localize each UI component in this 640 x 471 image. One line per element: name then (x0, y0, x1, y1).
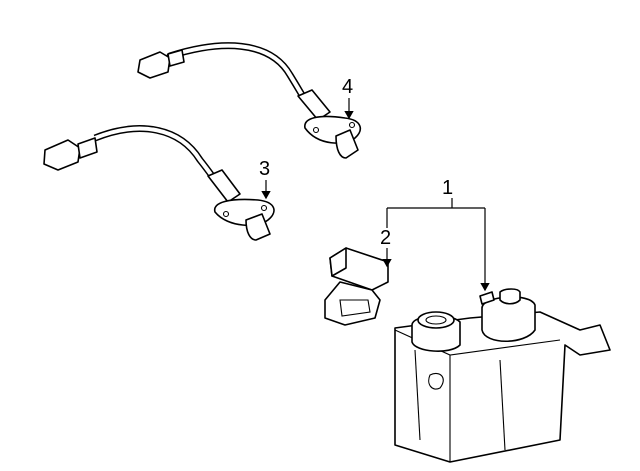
callout-3: 3 (259, 158, 271, 180)
oxygen-sensor-upper (137, 42, 362, 159)
vacuum-switching-valve (324, 247, 389, 326)
callout-2: 2 (380, 227, 392, 249)
callout-1: 1 (442, 177, 454, 199)
callout-4: 4 (342, 76, 354, 98)
leader-lines (261, 98, 490, 292)
charcoal-canister (394, 288, 611, 463)
oxygen-sensor-lower (43, 125, 275, 241)
